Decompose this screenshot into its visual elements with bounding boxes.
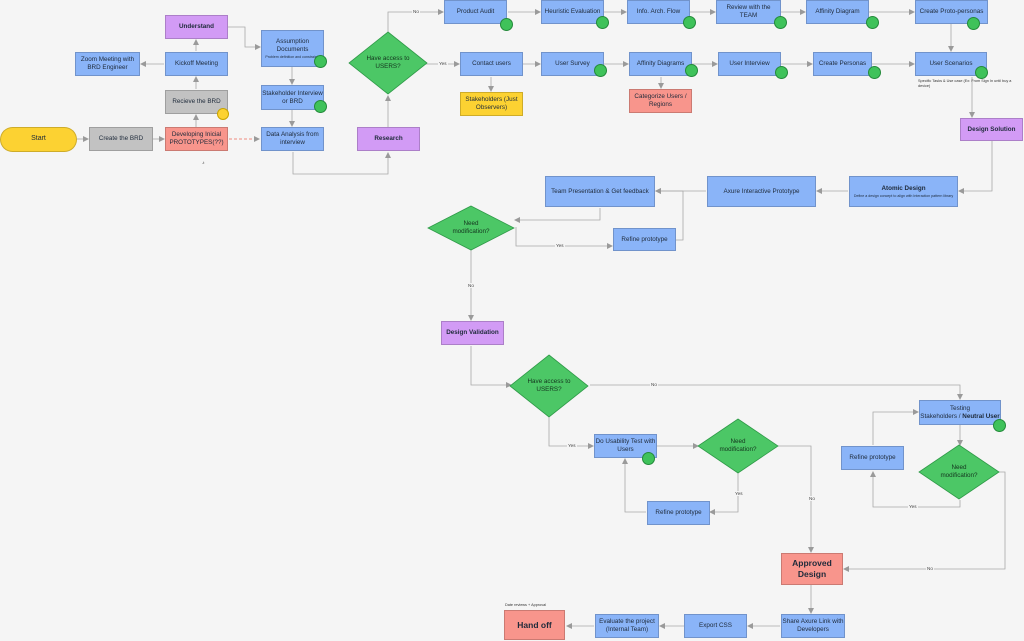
edge-decision2-testing [590,384,963,400]
stray-mark: -t [202,161,205,165]
done-marker [594,64,607,77]
refine-prototype-1-node[interactable]: Refine prototype [613,228,676,251]
done-marker [993,419,1006,432]
categorize-users-node[interactable]: Categorize Users / Regions [629,89,692,113]
edge-label-no-3: No [650,382,658,387]
edge-label-yes-2: Yes [555,243,565,248]
axure-prototype-node[interactable]: Axure Interactive Prototype [707,176,816,207]
decision-need-mod-2-shape [697,418,779,474]
assumption-title: Assumption Documents [276,37,309,53]
decision-need-mod-3[interactable]: Need modification? [940,464,978,479]
edge-label-no-1: No [412,9,420,14]
edge-refine2-usability [622,458,646,513]
decision-have-access-1-shape [348,31,428,95]
assumption-subtitle: Problem definition and constraints [265,54,320,59]
edge-data-research [292,152,391,175]
understand-phase[interactable]: Understand [165,15,228,39]
edge-decision3-refine2 [709,473,739,515]
create-brd-node[interactable]: Create the BRD [89,127,153,151]
evaluate-project-node[interactable]: Evaluate the project (Internal Team) [595,614,659,638]
design-solution-phase[interactable]: Design Solution [960,118,1023,141]
edge-label-no-2: No [467,283,475,288]
edge-design-atomic [958,141,993,194]
kickoff-meeting-node[interactable]: Kickoff Meeting [165,52,228,76]
scenario-note: Specific Tasks & Use case (Ex: From Sign… [918,79,1012,88]
zoom-meeting-node[interactable]: Zoom Meeting with BRD Engineer [75,52,140,76]
atomic-design-node[interactable]: Atomic Design Define a design concept to… [849,176,958,207]
testing-audience: Stakeholders / Neutral User [920,412,1000,420]
decision-need-mod-1[interactable]: Need modification? [452,220,490,235]
share-axure-node[interactable]: Share Axure Link with Developers [781,614,845,638]
edge-decision-audit [387,9,444,33]
done-marker [975,66,988,79]
edge-refine3-testing [872,409,919,445]
decision-need-mod-1-shape [427,205,515,251]
edge-label-yes-3: Yes [567,443,577,448]
stakeholders-observers-node[interactable]: Stakeholders (Just Observers) [460,92,523,116]
done-marker [596,16,609,29]
edge-label-yes-5: Yes [908,504,918,509]
approved-design-node[interactable]: Approved Design [781,553,843,585]
developing-prototypes-node[interactable]: Developing Inicial PROTOTYPES(??) [165,127,228,151]
user-survey-node[interactable]: User Survey [541,52,604,76]
atomic-title: Atomic Design [881,184,926,192]
done-marker [314,100,327,113]
affinity-diagram-node[interactable]: Affinity Diagram [806,0,869,24]
handoff-node[interactable]: Hand off [504,610,565,640]
done-marker [774,16,787,29]
decision-have-access-2-shape [509,354,589,418]
stakeholder-interview-node[interactable]: Stakeholder Interview or BRD [261,85,324,110]
edge-decision4-approved [843,471,1006,572]
decision-need-mod-2[interactable]: Need modification? [719,438,757,453]
edge-label-no-5: No [926,566,934,571]
edge-decision2-usability [548,416,594,449]
done-marker [868,66,881,79]
done-marker [685,64,698,77]
done-marker [775,66,788,79]
affinity-diagrams-node[interactable]: Affinity Diagrams [629,52,692,76]
product-audit-node[interactable]: Product Audit [444,0,507,24]
edge-label-no-4: No [808,496,816,501]
info-arch-flow-node[interactable]: Info. Arch. Flow [627,0,690,24]
design-validation-phase[interactable]: Design Validation [441,321,504,345]
done-marker [314,55,327,68]
edge-refine1-team [655,188,684,241]
done-marker [683,16,696,29]
create-personas-node[interactable]: Create Personas [813,52,872,76]
testing-stakeholders-node[interactable]: Testing Stakeholders / Neutral User [919,400,1001,425]
decision-need-mod-3-shape [918,444,1000,500]
edge-team-decision [514,208,601,223]
testing-title: Testing [950,404,970,412]
research-phase[interactable]: Research [357,127,420,151]
decision-have-access-2[interactable]: Have access to USERS? [527,378,571,393]
heuristic-evaluation-node[interactable]: Heuristic Evaluation [541,0,604,24]
refine-prototype-2-node[interactable]: Refine prototype [647,501,710,525]
start-terminal[interactable]: Start [0,127,77,152]
user-interview-node[interactable]: User Interview [718,52,781,76]
assumption-documents-node[interactable]: Assumption Documents Problem definition … [261,30,324,67]
export-css-node[interactable]: Export CSS [684,614,747,638]
atomic-subtitle: Define a design concept to align with In… [853,193,954,198]
done-marker [642,452,655,465]
edge-label-yes-4: Yes [734,491,744,496]
edge-understand-assumption [228,26,261,50]
edge-label-yes-1: Yes [438,61,448,66]
refine-prototype-3-node[interactable]: Refine prototype [841,446,904,470]
done-marker [500,18,513,31]
pending-marker [217,108,229,120]
review-team-node[interactable]: Review with the TEAM [716,0,781,24]
decision-have-access-1[interactable]: Have access to USERS? [366,55,410,70]
contact-users-node[interactable]: Contact users [460,52,523,76]
edge-validation-decision2 [470,346,512,388]
edge-decision-refine1 [515,227,613,249]
handoff-note: Date reviews + Approval [505,603,547,607]
done-marker [967,17,980,30]
data-analysis-node[interactable]: Data Analysis from interview [261,127,324,151]
team-presentation-node[interactable]: Team Presentation & Get feedback [545,176,655,207]
done-marker [866,16,879,29]
